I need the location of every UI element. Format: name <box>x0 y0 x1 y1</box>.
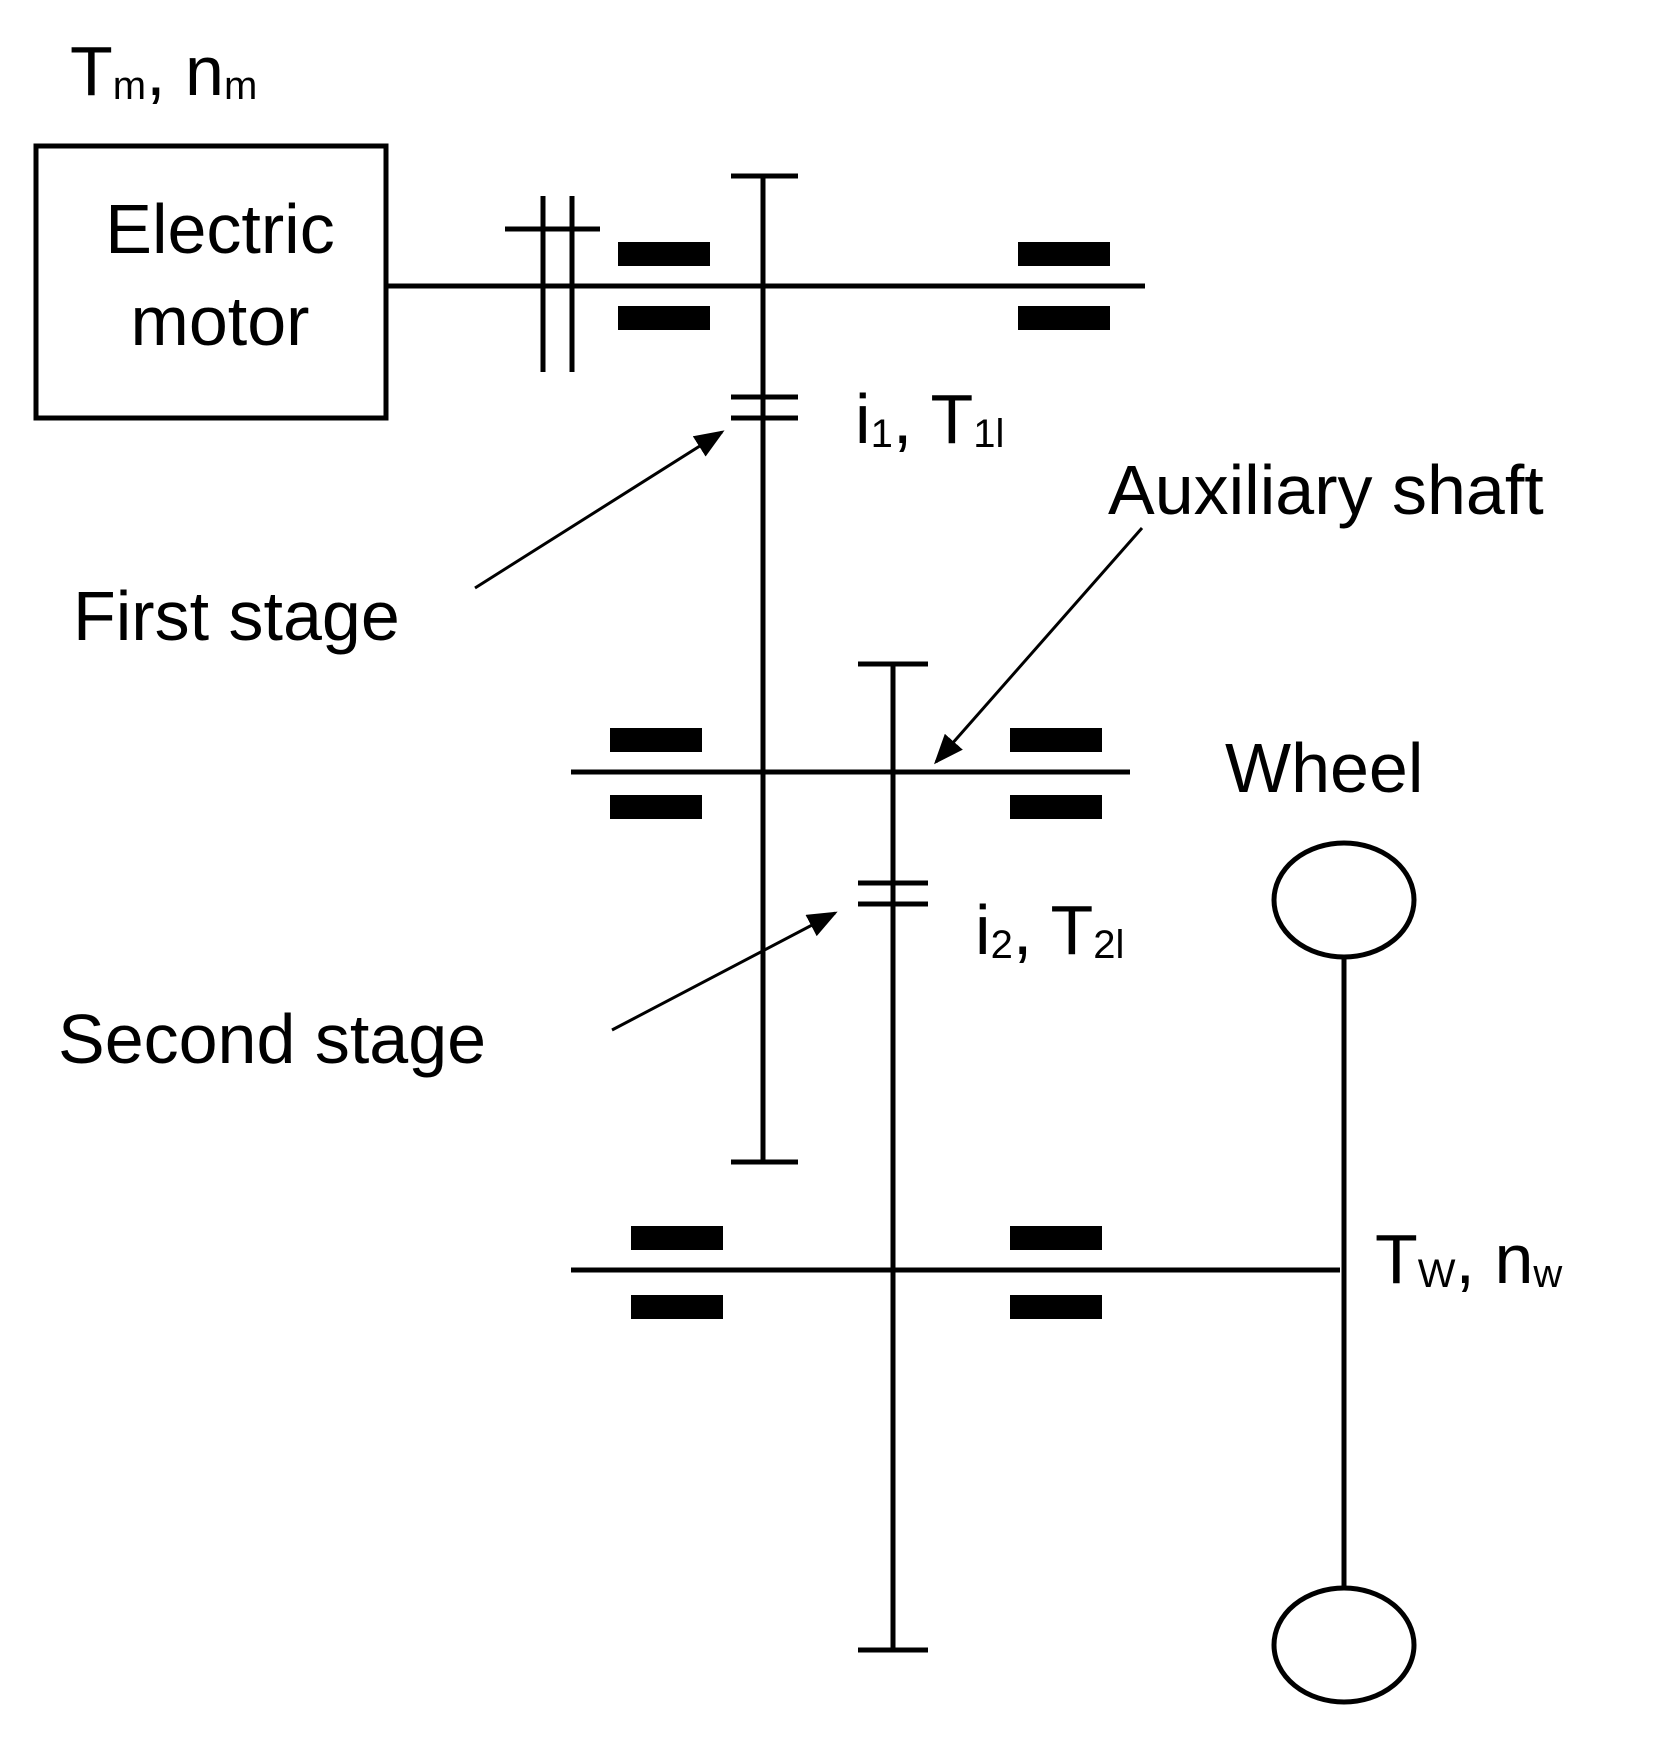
first-stage-gear <box>731 173 798 1165</box>
auxiliary-shaft-bearing-right <box>1010 728 1102 819</box>
wheel <box>1271 840 1417 1705</box>
first-stage-arrow <box>474 430 725 590</box>
output-shaft-bearing-right <box>1010 1226 1102 1319</box>
first-stage-label: First stage <box>73 577 400 655</box>
motor-box <box>33 143 389 421</box>
input-shaft-bearing-right <box>1018 242 1110 330</box>
coupling <box>505 196 600 372</box>
output-shaft-bearing-left <box>631 1226 723 1319</box>
stage2-ratio-label: i2, T2l <box>975 891 1124 969</box>
second-stage-gear <box>858 661 928 1653</box>
stage1-ratio-label: i1, T1l <box>855 380 1004 458</box>
input-shaft-bearing-left <box>618 242 710 330</box>
motor-torque-speed-label: Tm, nm <box>70 32 257 110</box>
auxiliary-shaft-arrow <box>934 527 1144 765</box>
motor-label-line1: Electric <box>105 190 334 268</box>
wheel-label: Wheel <box>1225 729 1423 807</box>
motor-label-line2: motor <box>131 282 310 360</box>
auxiliary-shaft-bearing-left <box>610 728 702 819</box>
second-stage-arrow <box>611 911 838 1032</box>
wheel-torque-speed-label: TW, nw <box>1375 1220 1562 1298</box>
second-stage-label: Second stage <box>58 1000 486 1078</box>
auxiliary-shaft-label: Auxiliary shaft <box>1108 451 1544 529</box>
